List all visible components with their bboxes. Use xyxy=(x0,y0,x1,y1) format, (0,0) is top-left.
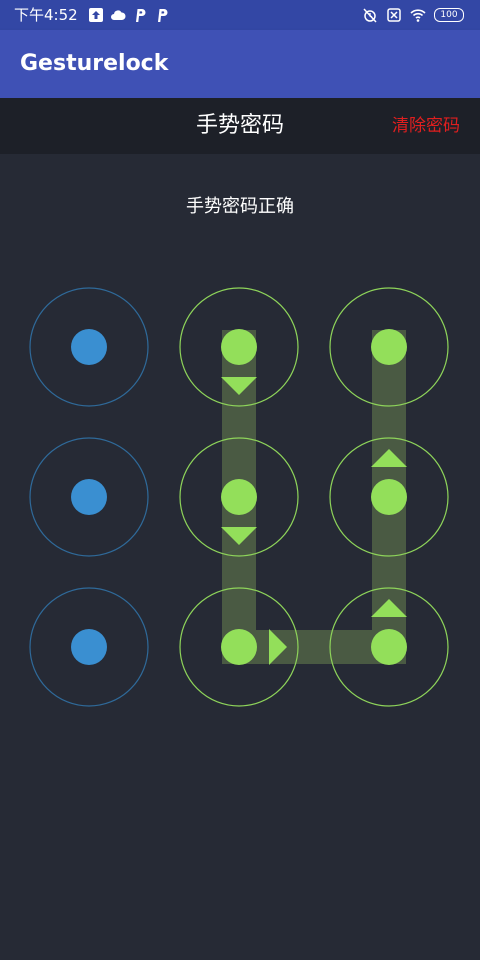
gesture-header: 手势密码 清除密码 xyxy=(0,98,480,154)
gesture-node-ring[interactable] xyxy=(179,437,299,557)
gesture-direction-arrow xyxy=(269,629,287,665)
gesture-node-ring[interactable] xyxy=(29,587,149,707)
status-right-icons: 100 xyxy=(362,6,464,24)
gesture-node-dot xyxy=(371,479,407,515)
cloud-icon xyxy=(111,10,126,20)
status-time: 下午4:52 xyxy=(14,6,78,24)
gesture-node-dot xyxy=(221,479,257,515)
gesture-node-dot xyxy=(221,329,257,365)
status-bar: 下午4:52 100 xyxy=(0,0,480,30)
status-left-icons xyxy=(88,7,170,23)
gesture-direction-arrow xyxy=(371,599,407,617)
gesture-lock-grid[interactable] xyxy=(0,260,480,740)
gesture-node-ring[interactable] xyxy=(329,437,449,557)
gesture-node-dot xyxy=(71,479,107,515)
gesture-node-ring[interactable] xyxy=(329,587,449,707)
gesture-node-ring[interactable] xyxy=(329,287,449,407)
gesture-node-dot xyxy=(371,629,407,665)
gesture-node-dot xyxy=(221,629,257,665)
gesture-direction-arrow xyxy=(221,527,257,545)
sim-disabled-icon xyxy=(387,8,401,22)
gesture-node-dot xyxy=(71,329,107,365)
battery-icon: 100 xyxy=(434,8,464,22)
clear-password-button[interactable]: 清除密码 xyxy=(392,116,460,136)
gesture-node-ring[interactable] xyxy=(29,287,149,407)
upload-icon xyxy=(89,8,103,22)
gesture-direction-arrow xyxy=(371,449,407,467)
gesture-node-ring[interactable] xyxy=(29,437,149,557)
gesture-node-dot xyxy=(371,329,407,365)
wifi-icon xyxy=(410,9,426,22)
p-app-icon xyxy=(136,9,146,22)
gesture-node-ring[interactable] xyxy=(179,587,299,707)
app-title: Gesturelock xyxy=(20,51,169,76)
page-title: 手势密码 xyxy=(195,113,284,138)
p-app-icon xyxy=(158,9,168,22)
gesture-direction-arrow xyxy=(221,377,257,395)
gesture-node-ring[interactable] xyxy=(179,287,299,407)
alarm-off-icon xyxy=(363,8,377,23)
status-message: 手势密码正确 xyxy=(186,196,294,217)
gesture-node-dot xyxy=(71,629,107,665)
app-bar: Gesturelock xyxy=(0,30,480,98)
